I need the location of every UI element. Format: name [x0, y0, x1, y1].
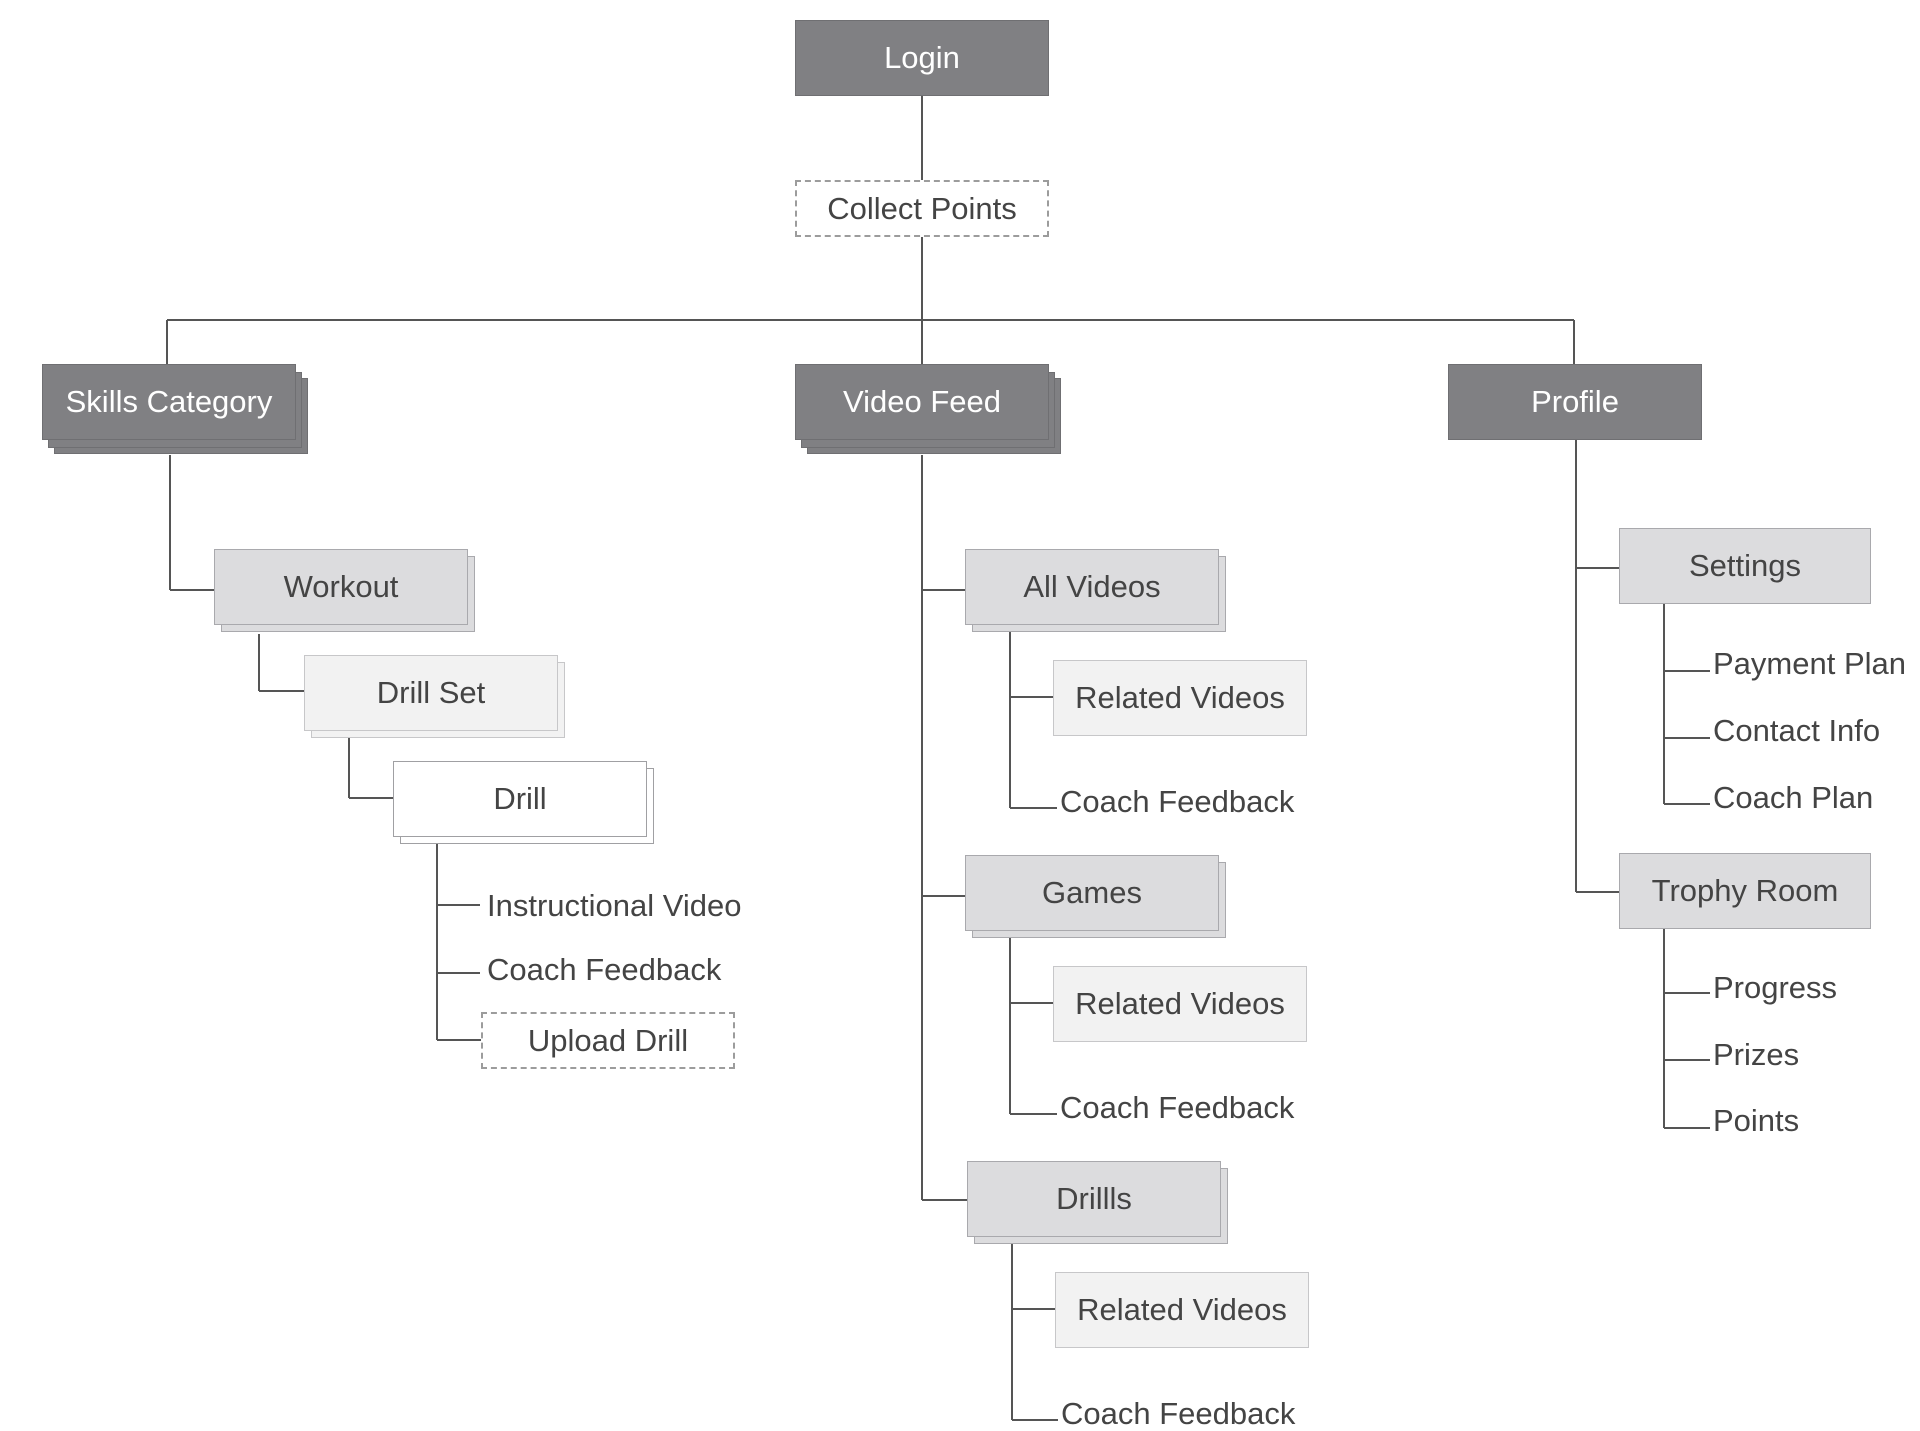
- games-coach-feedback-label: Coach Feedback: [1060, 1090, 1295, 1125]
- all-videos-coach-feedback-label: Coach Feedback: [1060, 784, 1295, 819]
- contact-info-label: Contact Info: [1713, 713, 1881, 748]
- skills-category-node: Skills Category: [42, 364, 296, 440]
- video-feed-node: Video Feed: [795, 364, 1049, 440]
- drill-set-node: Drill Set: [304, 655, 558, 731]
- progress-label: Progress: [1713, 970, 1838, 1005]
- profile-node: Profile: [1448, 364, 1702, 440]
- points-label: Points: [1713, 1103, 1800, 1138]
- all-videos-node: All Videos: [965, 549, 1219, 625]
- login-node: Login: [795, 20, 1049, 96]
- drills-related-node: Related Videos: [1055, 1272, 1309, 1348]
- prizes-label: Prizes: [1713, 1037, 1800, 1072]
- trophy-room-node: Trophy Room: [1619, 853, 1871, 929]
- instructional-video-label: Instructional Video: [487, 888, 742, 923]
- workout-node: Workout: [214, 549, 468, 625]
- all-videos-related-node: Related Videos: [1053, 660, 1307, 736]
- drills-node: Drillls: [967, 1161, 1221, 1237]
- drills-coach-feedback-label: Coach Feedback: [1061, 1396, 1296, 1431]
- coach-plan-label: Coach Plan: [1713, 780, 1874, 815]
- upload-drill-node: Upload Drill: [481, 1012, 735, 1069]
- collect-points-node: Collect Points: [795, 180, 1049, 237]
- settings-node: Settings: [1619, 528, 1871, 604]
- payment-plan-label: Payment Plan: [1713, 646, 1906, 681]
- games-related-node: Related Videos: [1053, 966, 1307, 1042]
- games-node: Games: [965, 855, 1219, 931]
- drill-node: Drill: [393, 761, 647, 837]
- skills-coach-feedback-label: Coach Feedback: [487, 952, 722, 987]
